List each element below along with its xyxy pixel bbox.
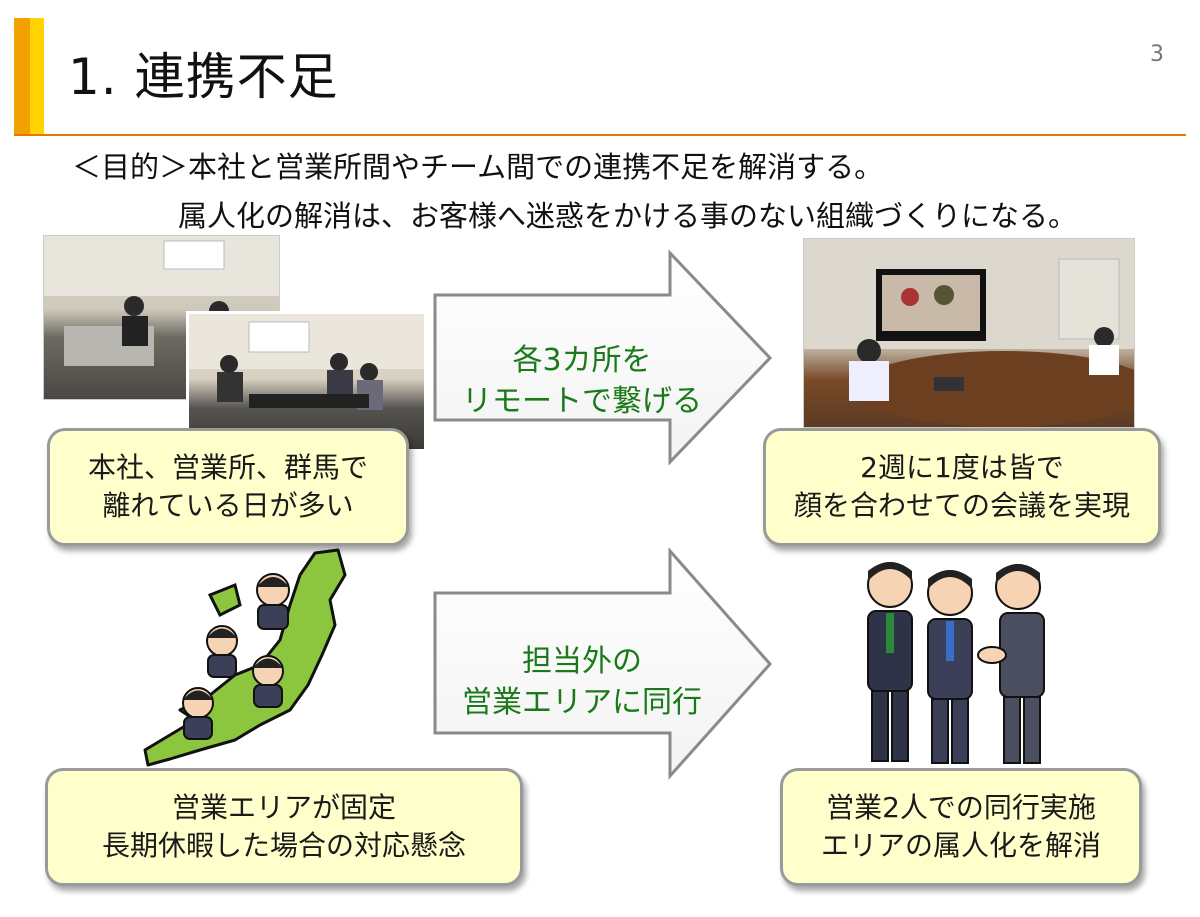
purpose-line-1: ＜目的＞本社と営業所間やチーム間での連携不足を解消する。 — [72, 150, 883, 185]
callout-line: 離れている日が多い — [88, 487, 368, 525]
person-icon — [253, 656, 283, 707]
title-rule — [14, 134, 1186, 136]
page-number: 3 — [1150, 42, 1164, 67]
businessman-icon — [928, 570, 972, 763]
japan-map-illustration — [140, 545, 490, 770]
callout-joint-visits: 営業2人での同行実施 エリアの属人化を解消 — [780, 768, 1142, 886]
callout-line: 営業エリアが固定 — [102, 789, 466, 827]
callout-fixed-area-concern: 営業エリアが固定 長期休暇した場合の対応懸念 — [45, 768, 523, 886]
person-icon — [257, 574, 289, 629]
person-icon — [183, 688, 213, 739]
callout-line: 長期休暇した場合の対応懸念 — [102, 827, 466, 865]
purpose-line-2: 属人化の解消は、お客様へ迷惑をかける事のない組織づくりになる。 — [178, 199, 1077, 234]
callout-biweekly-meeting: 2週に1度は皆で 顔を合わせての会議を実現 — [763, 428, 1161, 546]
top-arrow-text: 各3カ所を リモートで繋げる — [432, 341, 732, 422]
callout-line: 本社、営業所、群馬で — [88, 449, 368, 487]
person-icon — [207, 626, 237, 677]
callout-line: 2週に1度は皆で — [794, 449, 1130, 487]
callout-line: 顔を合わせての会議を実現 — [794, 487, 1130, 525]
top-arrow-line-2: リモートで繋げる — [432, 382, 732, 423]
businessman-icon — [868, 562, 912, 761]
businessman-icon — [978, 564, 1044, 763]
slide-title: 1. 連携不足 — [68, 52, 339, 102]
callout-line: 営業2人での同行実施 — [821, 789, 1101, 827]
businessmen-illustration — [852, 555, 1062, 767]
callout-line: エリアの属人化を解消 — [821, 827, 1101, 865]
title-accent-bar — [14, 18, 44, 136]
callout-separated-offices: 本社、営業所、群馬で 離れている日が多い — [47, 428, 409, 546]
top-arrow-line-1: 各3カ所を — [432, 341, 732, 382]
video-meeting-photo — [803, 238, 1135, 428]
